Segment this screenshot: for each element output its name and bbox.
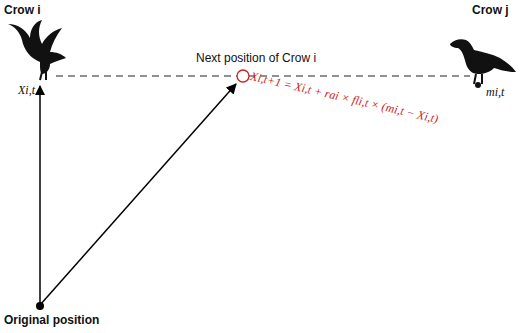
crow-silhouette <box>8 20 66 80</box>
position-symbol: mi,t <box>486 86 504 99</box>
crow-name: Crow j <box>472 4 509 17</box>
origin-dot <box>36 302 44 310</box>
move-arrow <box>39 86 41 305</box>
update-formula: Xi,t+1 = Xi,t + rai × fli,t × (mi,t − Xi… <box>249 70 439 126</box>
position-caption: Next position of Crow i <box>196 52 316 65</box>
position-symbol: Xi,t <box>18 84 35 97</box>
move-arrow <box>40 84 236 305</box>
position-caption: Original position <box>4 314 99 327</box>
position-marker <box>237 70 249 82</box>
crow-silhouette <box>450 39 516 88</box>
crow-name: Crow i <box>4 4 41 17</box>
